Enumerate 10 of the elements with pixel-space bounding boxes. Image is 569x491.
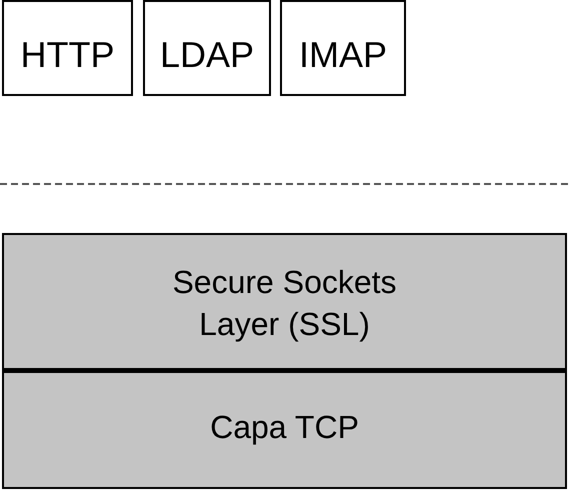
layer-box: [280, 0, 406, 96]
layer-label: Capa TCP: [209, 408, 360, 447]
layer-box: [143, 0, 271, 96]
layer-label: IMAP: [298, 33, 388, 77]
layer-label: Secure Sockets Layer (SSL): [171, 263, 398, 344]
layer-label: LDAP: [158, 33, 256, 77]
layer-box: [2, 0, 133, 96]
layer-box: [2, 233, 567, 371]
layer-box: [2, 368, 567, 489]
layer-label: HTTP: [20, 33, 116, 77]
